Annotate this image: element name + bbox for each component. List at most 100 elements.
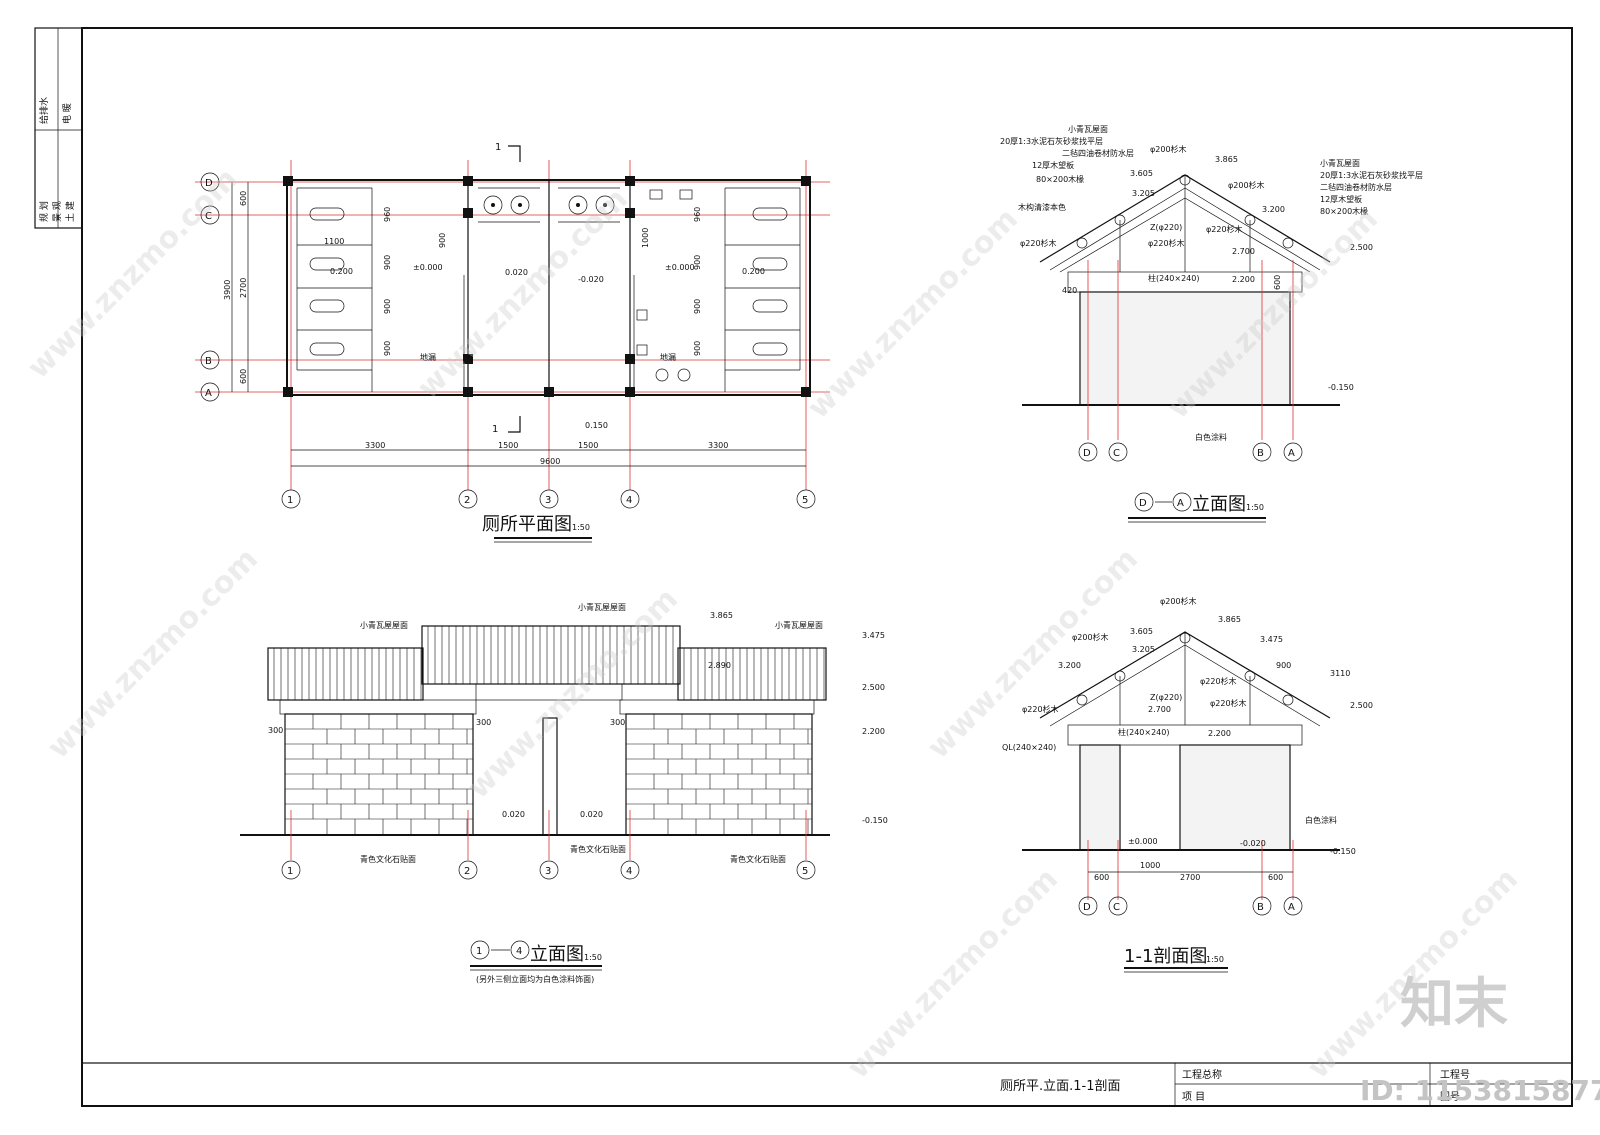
sec-dim-door: 1000 [1140,861,1160,870]
sec-dim-b2: 2700 [1180,873,1200,882]
plan-elev-stall-right: 0.200 [742,267,765,276]
side-note-5: 80×200木椽 [1036,174,1084,184]
title-number-label: 工程号 [1440,1069,1470,1081]
side-note-2: 20厚1:3水泥石灰砂浆找平层 [1000,136,1103,146]
section-scale: 1:50 [1206,955,1224,964]
section-1-1: φ200杉木 φ200杉木 φ220杉木 φ220杉木 φ220杉木 Z(φ22… [1002,596,1373,973]
side-level-6: 2.500 [1350,243,1373,252]
front-level-4: 2.500 [862,683,885,692]
side-elevation-d-a: 小青瓦屋面 20厚1:3水泥石灰砂浆找平层 二毡四油卷材防水层 12厚木望板 8… [1000,124,1423,523]
front-roof-left: 小青瓦屋屋面 [360,620,408,630]
rev-col3: 规 划 [38,201,50,222]
axis-1: 1 [287,495,293,506]
front-elev-scale: 1:50 [584,953,602,962]
plan-inner-dim: 900 [438,233,447,248]
side-purlin-left: φ220杉木 [1020,238,1057,248]
plan-stall-dim-2: 900 [383,255,392,270]
plan-stall-dim-r4: 900 [693,341,702,356]
side-elev-scale: 1:50 [1246,503,1264,512]
plan-stall-dim-r2: 900 [693,255,702,270]
side-note-r3: 二毡四油卷材防水层 [1320,182,1392,192]
plan-dim-left-1: 600 [239,191,248,206]
sec-level-7: 2.700 [1148,705,1171,714]
title-project-label: 工程总称 [1182,1068,1222,1081]
side-note-r5: 80×200木椽 [1320,206,1368,216]
plan-section-marks: 1 1 [492,142,521,435]
side-axis-B: B [1257,448,1264,459]
sec-level-4: 3.475 [1260,635,1283,644]
plan-axis-bubbles: D C B A 1 2 3 4 5 [200,172,816,509]
sec-level-6: 3110 [1330,669,1350,678]
front-roof-center: 小青瓦屋屋面 [578,602,626,612]
sec-ridge-left: φ200杉木 [1072,632,1109,642]
sec-dim-900: 900 [1276,661,1291,670]
side-note-4: 12厚木望板 [1032,160,1074,170]
side-level-8: -0.150 [1328,383,1354,392]
axis-5: 5 [802,495,808,506]
plan-elev-corridor2: -0.020 [578,275,604,284]
front-dim-3: 300 [610,718,625,727]
sec-axis-A: A [1288,902,1295,913]
front-level-2: 3.475 [862,631,885,640]
side-title-axis-to: A [1177,498,1184,509]
front-axis-3: 3 [545,866,551,877]
watermark-site-1: www.znzmo.com [21,162,245,386]
plan-stall-dim-r3: 900 [693,299,702,314]
axis-B: B [205,356,212,367]
sec-level-12: -0.150 [1330,847,1356,856]
side-dim-420: 420 [1062,286,1077,295]
sec-level-1: 3.865 [1218,615,1241,624]
plan-dim-1: 3300 [365,441,385,450]
side-note-3: 二毡四油卷材防水层 [1062,148,1134,158]
plan-dim-4: 3300 [708,441,728,450]
plan-elev-entry: 0.150 [585,421,608,430]
side-post: Z(φ220) [1150,223,1182,232]
sec-beam: QL(240×240) [1002,743,1056,752]
stone-cladding-pattern [285,713,812,834]
plan-fixtures [309,189,788,382]
watermark-id: ID: 1153815877 [1360,1074,1600,1107]
side-elev-title: 立面图 [1192,494,1246,515]
sec-axis-D: D [1083,902,1091,913]
sec-axis-C: C [1113,902,1120,913]
front-axis-2: 2 [464,866,470,877]
plan-dim-left-2: 2700 [239,278,248,298]
axis-D: D [205,178,213,189]
sec-level-11: -0.020 [1240,839,1266,848]
front-stone-left: 青色文化石贴面 [360,854,416,864]
plan-inner-dim2: 1000 [641,228,650,248]
axis-C: C [205,211,212,222]
sec-dim-b3: 600 [1268,873,1283,882]
watermark-site-7: www.znzmo.com [921,542,1145,766]
watermark-site-3: www.znzmo.com [801,202,1025,426]
side-note-r4: 12厚木望板 [1320,194,1362,204]
sec-level-3: 3.205 [1132,645,1155,654]
plan-stall-width: 1100 [324,237,344,246]
rev-col5: 土 建 [64,201,76,222]
roof-tile-stripes [273,626,825,700]
sec-ridge-top: φ200杉木 [1160,596,1197,606]
plan-label-drain-left: 地漏 [420,352,436,362]
title-item-label: 项 目 [1182,1091,1205,1103]
watermark-site-6: www.znzmo.com [461,582,685,806]
plan-scale: 1:50 [572,523,590,532]
side-column: 柱(240×240) [1148,273,1199,283]
side-purlin-right: φ220杉木 [1206,224,1243,234]
side-level-2: 3.605 [1130,169,1153,178]
axis-A: A [205,388,212,399]
plan-dim-total: 9600 [540,457,560,466]
side-wood-paint: 木构清漆本色 [1018,202,1066,212]
front-elevation-1-4: 小青瓦屋屋面 小青瓦屋屋面 小青瓦屋屋面 3.865 3.475 2.890 2… [240,602,888,984]
axis-4: 4 [626,495,632,506]
title-sheet-label: 图号 [1440,1091,1460,1103]
plan-elev-corridor: 0.020 [505,268,528,277]
side-finish: 白色涂料 [1195,432,1227,442]
rev-col2: 电 暖 [61,103,73,124]
rev-col1: 给排水 [38,97,50,124]
plan-columns [283,176,811,397]
plan-stall-dim-1: 960 [383,207,392,222]
plan-dim-left-3: 600 [239,369,248,384]
side-axis-D: D [1083,448,1091,459]
